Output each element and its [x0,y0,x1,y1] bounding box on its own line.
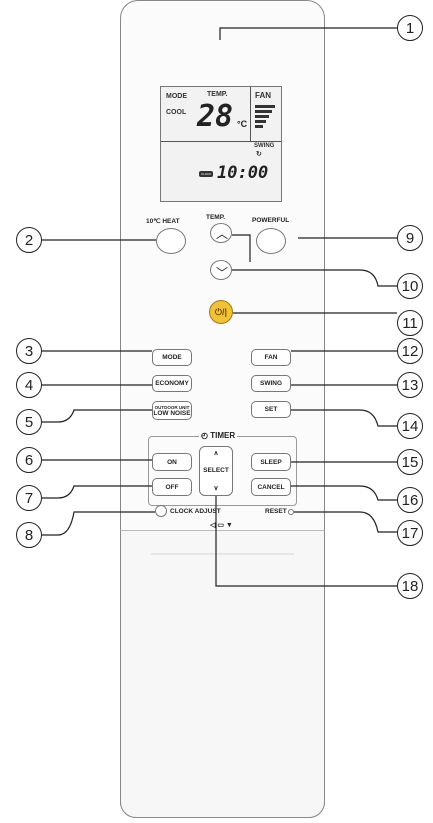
callout-15: 15 [397,449,423,475]
lcd-display: MODE COOL TEMP. 28 °C FAN SWING ↻ CLOCK … [160,86,282,202]
callout-2: 2 [16,227,42,253]
chevron-down-icon: ∨ [213,485,219,492]
lcd-mode-value: COOL [166,109,187,116]
heat-button-label: 10℃ HEAT [146,218,180,225]
callout-18: 18 [397,573,423,599]
fan-level-bar [255,115,269,118]
lcd-swing-label: SWING [254,143,275,149]
callout-3: 3 [16,338,42,364]
power-icon: ⏻/| [214,306,228,317]
sleep-button[interactable]: SLEEP [251,453,291,471]
chevron-up-icon: ︿ [216,227,229,241]
lcd-temp-value: 28 [197,99,234,134]
economy-button[interactable]: ECONOMY [152,375,192,392]
timer-off-button[interactable]: OFF [152,478,192,496]
low-noise-button[interactable]: OUTDOOR UNIT LOW NOISE [152,401,192,420]
callout-17: 17 [397,520,423,546]
sliding-cover[interactable] [120,530,325,818]
select-button[interactable]: ∧ SELECT ∨ [199,446,233,496]
timer-title: ◴ TIMER [199,431,238,440]
temp-up-button[interactable]: ︿ [210,223,232,243]
fan-level-bar [255,120,266,123]
clock-adjust-button[interactable] [155,505,167,517]
callout-8: 8 [16,522,42,548]
callout-13: 13 [397,372,423,398]
power-button[interactable]: ⏻/| [209,300,233,324]
callout-11: 11 [397,310,423,336]
fan-level-bar [255,110,272,113]
set-button[interactable]: SET [251,401,291,418]
callout-12: 12 [397,338,423,364]
callout-7: 7 [16,485,42,511]
economy-button-label: ECONOMY [155,380,189,387]
mode-button[interactable]: MODE [152,349,192,366]
timer-on-button[interactable]: ON [152,453,192,471]
temp-button-label: TEMP. [206,214,226,221]
swing-button[interactable]: SWING [251,375,291,392]
callout-9: 9 [397,225,423,251]
swing-button-label: SWING [259,380,283,387]
temp-down-button[interactable]: ﹀ [210,260,232,280]
chevron-up-icon: ∧ [213,450,219,457]
fan-level-bar [255,105,275,108]
callout-14: 14 [397,413,423,439]
low-noise-label: LOW NOISE [153,409,191,417]
cancel-button[interactable]: CANCEL [251,478,291,496]
low-noise-top-label: OUTDOOR UNIT [154,404,190,410]
callout-4: 4 [16,372,42,398]
lcd-temp-label: TEMP. [207,91,228,98]
fan-level-bar [255,125,263,128]
clock-badge: CLOCK [199,171,213,177]
powerful-button[interactable] [256,228,286,254]
lcd-mode-label: MODE [166,93,187,100]
lcd-fan-label: FAN [255,91,271,100]
lcd-clock-time: 10:00 [217,163,269,183]
reset-label: RESET [265,508,287,515]
callout-16: 16 [397,487,423,513]
reset-button[interactable] [288,509,294,515]
callout-10: 10 [397,273,423,299]
callout-1: 1 [397,15,423,41]
heat-10c-button[interactable] [156,228,186,254]
set-button-label: SET [264,406,278,413]
lcd-temp-unit: °C [237,119,248,129]
cover-slide-hint: ◁ ▭ ▼ [210,522,233,529]
callout-5: 5 [16,409,42,435]
chevron-down-icon: ﹀ [216,266,229,280]
powerful-button-label: POWERFUL [252,217,290,224]
fan-button[interactable]: FAN [251,349,291,366]
callout-6: 6 [16,447,42,473]
select-label: SELECT [203,467,229,474]
swing-icon: ↻ [256,151,262,158]
clock-adjust-label: CLOCK ADJUST [170,508,221,515]
